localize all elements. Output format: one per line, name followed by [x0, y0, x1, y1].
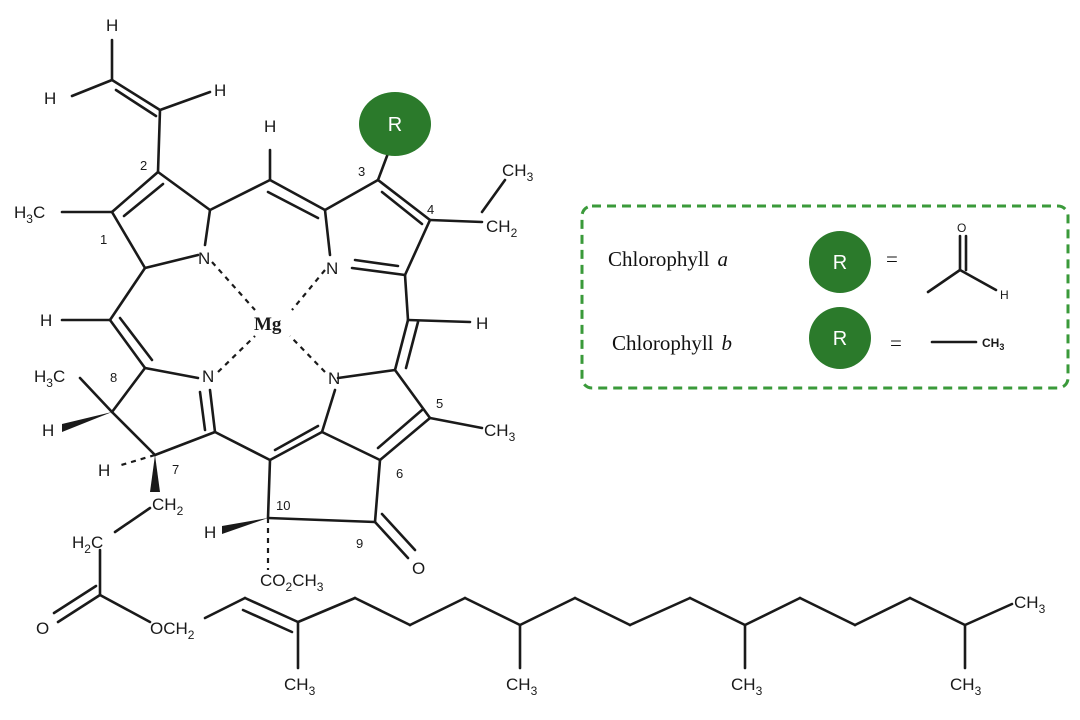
atom-n-a: N	[198, 249, 210, 268]
bonds	[52, 38, 1014, 670]
position-number: 7	[172, 462, 179, 477]
atom-n-b: N	[326, 259, 338, 278]
atom-h-vinyl-left: H	[44, 89, 56, 108]
legend-r-badge-b: R	[809, 307, 871, 369]
atom-mg: Mg	[254, 314, 282, 335]
r-group-badge: R	[359, 92, 431, 156]
atom-n-c: N	[202, 367, 214, 386]
atom-h-meso-top: H	[264, 117, 276, 136]
atom-phytyl-ch3-5: CH3	[1014, 593, 1046, 616]
r-label: R	[388, 114, 402, 136]
svg-text:H: H	[1000, 288, 1009, 302]
position-number: 8	[110, 370, 117, 385]
atom-phytyl-ch3-4: CH3	[950, 675, 982, 698]
atom-h-meso-right: H	[476, 314, 488, 333]
legend-r-badge-a: R	[809, 231, 871, 293]
atom-och2: OCH2	[150, 619, 195, 642]
svg-text:R: R	[833, 328, 847, 350]
atom-ch2-4: CH2	[486, 217, 518, 240]
atom-h-8: H	[42, 421, 54, 440]
atom-labels: H H H H H3C CH3 CH2 N N N N Mg H H H3C H…	[14, 16, 1046, 698]
atom-phytyl-ch3-3: CH3	[731, 675, 763, 698]
methyl-group: CH3	[930, 336, 1004, 352]
position-number: 6	[396, 466, 403, 481]
svg-text:O: O	[957, 221, 966, 235]
position-number: 9	[356, 536, 363, 551]
aldehyde-group: O H	[926, 221, 1009, 302]
atom-h-10: H	[204, 523, 216, 542]
svg-text:R: R	[833, 252, 847, 274]
atom-h-7: H	[98, 461, 110, 480]
atom-n-d: N	[328, 369, 340, 388]
atom-h2c: H2C	[72, 533, 103, 556]
atom-h-vinyl-top: H	[106, 16, 118, 35]
atom-ch3-4: CH3	[502, 161, 534, 184]
legend-equals-a: =	[886, 247, 898, 271]
atom-phytyl-ch3-1: CH3	[284, 675, 316, 698]
atom-h3c-1: H3C	[14, 203, 45, 226]
position-numbers: 1 2 3 4 5 6 7 8 9 10	[100, 158, 443, 551]
atom-ch2-7: CH2	[152, 495, 184, 518]
position-number: 2	[140, 158, 147, 173]
svg-text:CH3: CH3	[982, 336, 1004, 352]
atom-h-meso-left: H	[40, 311, 52, 330]
atom-o-9: O	[412, 559, 425, 578]
atom-ch3-5: CH3	[484, 421, 516, 444]
atom-h-vinyl-right: H	[214, 81, 226, 100]
atom-o-ester: O	[36, 619, 49, 638]
position-number: 1	[100, 232, 107, 247]
atom-phytyl-ch3-2: CH3	[506, 675, 538, 698]
position-number: 5	[436, 396, 443, 411]
position-number: 4	[427, 202, 434, 217]
legend-equals-b: =	[890, 331, 902, 355]
atom-h3c-8: H3C	[34, 367, 65, 390]
position-number: 3	[358, 164, 365, 179]
position-number: 10	[276, 498, 290, 513]
atom-co2ch3: CO2CH3	[260, 571, 324, 594]
